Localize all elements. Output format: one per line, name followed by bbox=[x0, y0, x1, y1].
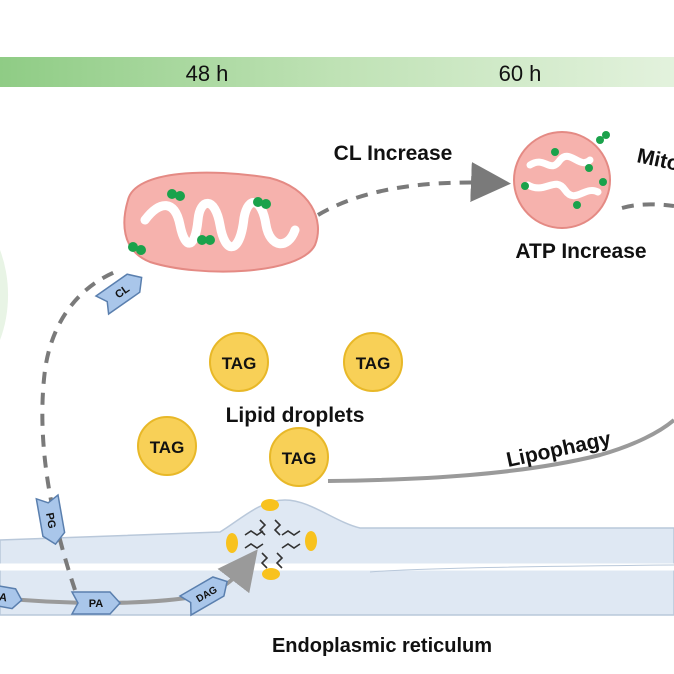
er-lipid-cluster bbox=[226, 499, 317, 580]
mitochondrion-round bbox=[513, 131, 611, 229]
left-cell-edge bbox=[0, 250, 9, 340]
mito-partial-label: Mito bbox=[635, 144, 674, 175]
cl-increase-label: CL Increase bbox=[334, 142, 453, 165]
tag-cl: CL bbox=[94, 273, 143, 316]
er-label: Endoplasmic reticulum bbox=[272, 635, 492, 657]
droplet-4-label: TAG bbox=[282, 449, 317, 468]
pathway-arrow bbox=[0, 549, 258, 605]
droplet-3-label: TAG bbox=[150, 438, 185, 457]
timeline-bar bbox=[0, 57, 674, 87]
tag-pg: PG bbox=[35, 493, 66, 546]
svg-text:PA: PA bbox=[0, 590, 8, 604]
lipid-droplets: TAG TAG TAG TAG bbox=[137, 332, 403, 487]
droplet-2-label: TAG bbox=[356, 354, 391, 373]
droplet-4 bbox=[269, 427, 329, 487]
droplet-2 bbox=[343, 332, 403, 392]
atp-increase-label: ATP Increase bbox=[515, 240, 646, 263]
svg-text:PG: PG bbox=[43, 512, 58, 530]
droplet-1-label: TAG bbox=[222, 354, 257, 373]
droplet-3 bbox=[137, 416, 197, 476]
timeline-label-48h: 48 h bbox=[186, 61, 229, 86]
timeline-label-60h: 60 h bbox=[499, 61, 542, 86]
tag-pa: PA bbox=[70, 591, 122, 615]
tag-pa-left: PA bbox=[0, 583, 23, 610]
endoplasmic-reticulum bbox=[0, 499, 674, 616]
lipophagy-arrow bbox=[327, 418, 674, 483]
dashed-arrow-mito-to-mito bbox=[316, 162, 511, 217]
droplet-1 bbox=[209, 332, 269, 392]
mitochondrion-large bbox=[123, 171, 319, 273]
tag-dag: DAG bbox=[178, 576, 228, 617]
dashed-arrow-mito-right bbox=[621, 202, 674, 210]
svg-text:PA: PA bbox=[89, 598, 104, 610]
lipid-droplets-label: Lipid droplets bbox=[226, 404, 365, 427]
